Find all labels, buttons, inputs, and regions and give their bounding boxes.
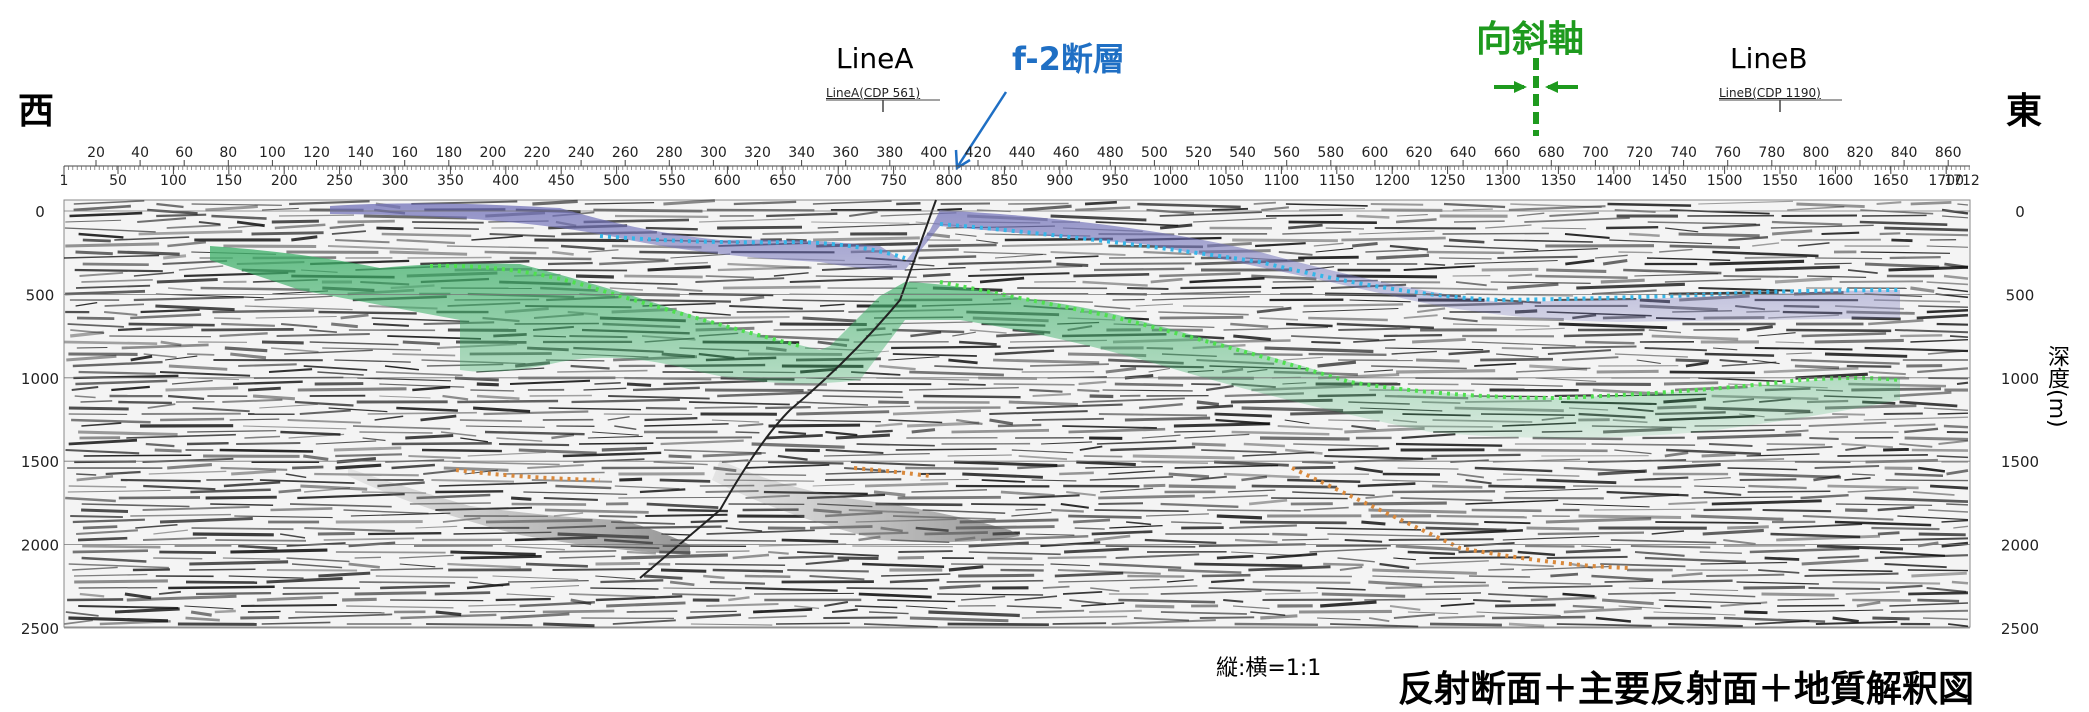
scale-bottom-tick-label: 850 xyxy=(991,173,1018,189)
scale-top-tick-label: 140 xyxy=(347,145,374,161)
scale-top-tick-label: 580 xyxy=(1317,145,1344,161)
scale-top-tick-label: 720 xyxy=(1626,145,1653,161)
depth-tick-label-right: 0 xyxy=(2015,203,2025,221)
scale-top-tick-label: 620 xyxy=(1406,145,1433,161)
scale-bottom-tick-label: 700 xyxy=(825,173,852,189)
scale-top-tick-label: 320 xyxy=(744,145,771,161)
scale-bottom-tick-label: 1250 xyxy=(1430,173,1466,189)
scale-top-tick-label: 280 xyxy=(656,145,683,161)
scale-bottom-tick-label: 400 xyxy=(492,173,519,189)
depth-tick-label-left: 0 xyxy=(35,203,45,221)
scale-top-tick-label: 420 xyxy=(965,145,992,161)
scale-bottom-tick-label: 950 xyxy=(1102,173,1129,189)
scale-top-tick-label: 340 xyxy=(788,145,815,161)
scale-bottom-tick-label: 1150 xyxy=(1319,173,1355,189)
scale-bottom-tick-label: 1450 xyxy=(1651,173,1687,189)
scale-top-tick-label: 240 xyxy=(568,145,595,161)
scale-bottom-tick-label: 150 xyxy=(215,173,242,189)
scale-top-tick-label: 360 xyxy=(832,145,859,161)
scale-bottom-tick-label: 1350 xyxy=(1541,173,1577,189)
scale-top-tick-label: 740 xyxy=(1670,145,1697,161)
scale-bottom-tick-label: 1 xyxy=(60,173,69,189)
scale-bottom-tick-label: 1600 xyxy=(1818,173,1854,189)
scale-top-tick-label: 20 xyxy=(87,145,105,161)
scale-bottom-tick-label: 100 xyxy=(160,173,187,189)
depth-tick-label-right: 1500 xyxy=(2001,453,2039,471)
scale-top-tick-label: 640 xyxy=(1450,145,1477,161)
scale-top-tick-label: 780 xyxy=(1758,145,1785,161)
scale-bottom-tick-label: 1550 xyxy=(1762,173,1798,189)
scale-top-tick-label: 60 xyxy=(175,145,193,161)
scale-top-tick-label: 440 xyxy=(1009,145,1036,161)
scale-top-tick-label: 120 xyxy=(303,145,330,161)
scale-top-tick-label: 400 xyxy=(921,145,948,161)
scale-bottom-tick-label: 1200 xyxy=(1374,173,1410,189)
scale-bottom-tick-label: 1050 xyxy=(1208,173,1244,189)
scale-bottom-tick-label: 550 xyxy=(659,173,686,189)
scale-bottom-tick-label: 350 xyxy=(437,173,464,189)
scale-top-tick-label: 180 xyxy=(435,145,462,161)
scale-bottom-tick-label: 1500 xyxy=(1707,173,1743,189)
depth-tick-label-left: 2000 xyxy=(21,537,59,555)
scale-top-tick-label: 40 xyxy=(131,145,149,161)
scale-bottom-tick-label: 50 xyxy=(109,173,127,189)
scale-top-tick-label: 700 xyxy=(1582,145,1609,161)
depth-axis-right: 0 500 1000 1500 2000 2500 xyxy=(2001,203,2039,638)
scale-top-tick-label: 480 xyxy=(1097,145,1124,161)
depth-tick-label-left: 2500 xyxy=(21,620,59,638)
depth-tick-label-right: 1000 xyxy=(2001,370,2039,388)
depth-tick-label-right: 500 xyxy=(2006,286,2035,304)
scale-bottom-tick-label: 1400 xyxy=(1596,173,1632,189)
depth-tick-label-left: 500 xyxy=(26,286,55,304)
scale-bottom-tick-label: 200 xyxy=(271,173,298,189)
scale-top-tick-label: 820 xyxy=(1847,145,1874,161)
scale-top-tick-label: 540 xyxy=(1229,145,1256,161)
scale-bottom-tick-label: 450 xyxy=(548,173,575,189)
scale-top-tick-label: 200 xyxy=(480,145,507,161)
scale-end-label: 1712 xyxy=(1944,173,1980,189)
depth-tick-label-right: 2500 xyxy=(2001,620,2039,638)
scale-bottom-tick-label: 1000 xyxy=(1153,173,1189,189)
scale-top-tick-label: 500 xyxy=(1141,145,1168,161)
scale-bottom-tick-label: 1650 xyxy=(1873,173,1909,189)
scale-top-tick-label: 600 xyxy=(1362,145,1389,161)
scale-top-tick-label: 260 xyxy=(612,145,639,161)
line-a-marker xyxy=(826,100,940,112)
scale-top-tick-label: 100 xyxy=(259,145,286,161)
scale-bottom-tick-label: 1300 xyxy=(1485,173,1521,189)
scale-top-tick-label: 380 xyxy=(876,145,903,161)
scale-bottom-tick-label: 800 xyxy=(936,173,963,189)
scale-bottom-tick-label: 600 xyxy=(714,173,741,189)
scale-top-tick-label: 80 xyxy=(219,145,237,161)
scale-bottom-tick-label: 900 xyxy=(1046,173,1073,189)
scale-top-tick-label: 800 xyxy=(1803,145,1830,161)
scale-top-tick-label: 220 xyxy=(524,145,551,161)
scale-bottom-tick-label: 1100 xyxy=(1264,173,1300,189)
line-b-marker xyxy=(1719,100,1842,112)
depth-tick-label-left: 1000 xyxy=(21,370,59,388)
scale-top-tick-label: 760 xyxy=(1714,145,1741,161)
cdp-scale: 20 40 60 80 100 120 140 160 180 200 220 240 260 280 30… xyxy=(60,145,1980,189)
scale-top-tick-label: 520 xyxy=(1185,145,1212,161)
scale-top-tick-label: 680 xyxy=(1538,145,1565,161)
scale-bottom-tick-label: 650 xyxy=(769,173,796,189)
scale-bottom-tick-label: 300 xyxy=(382,173,409,189)
scale-top-tick-label: 840 xyxy=(1891,145,1918,161)
scale-bottom-tick-label: 250 xyxy=(326,173,353,189)
scale-top-tick-label: 160 xyxy=(391,145,418,161)
scale-top-tick-label: 560 xyxy=(1273,145,1300,161)
scale-top-tick-label: 300 xyxy=(700,145,727,161)
scale-top-tick-label: 460 xyxy=(1053,145,1080,161)
depth-tick-label-right: 2000 xyxy=(2001,537,2039,555)
scale-bottom-tick-label: 500 xyxy=(603,173,630,189)
scale-top-tick-label: 860 xyxy=(1935,145,1962,161)
syncline-axis-symbol xyxy=(1494,58,1578,136)
scale-top-tick-label: 660 xyxy=(1494,145,1521,161)
depth-tick-label-left: 1500 xyxy=(21,453,59,471)
scale-bottom-tick-label: 750 xyxy=(880,173,907,189)
